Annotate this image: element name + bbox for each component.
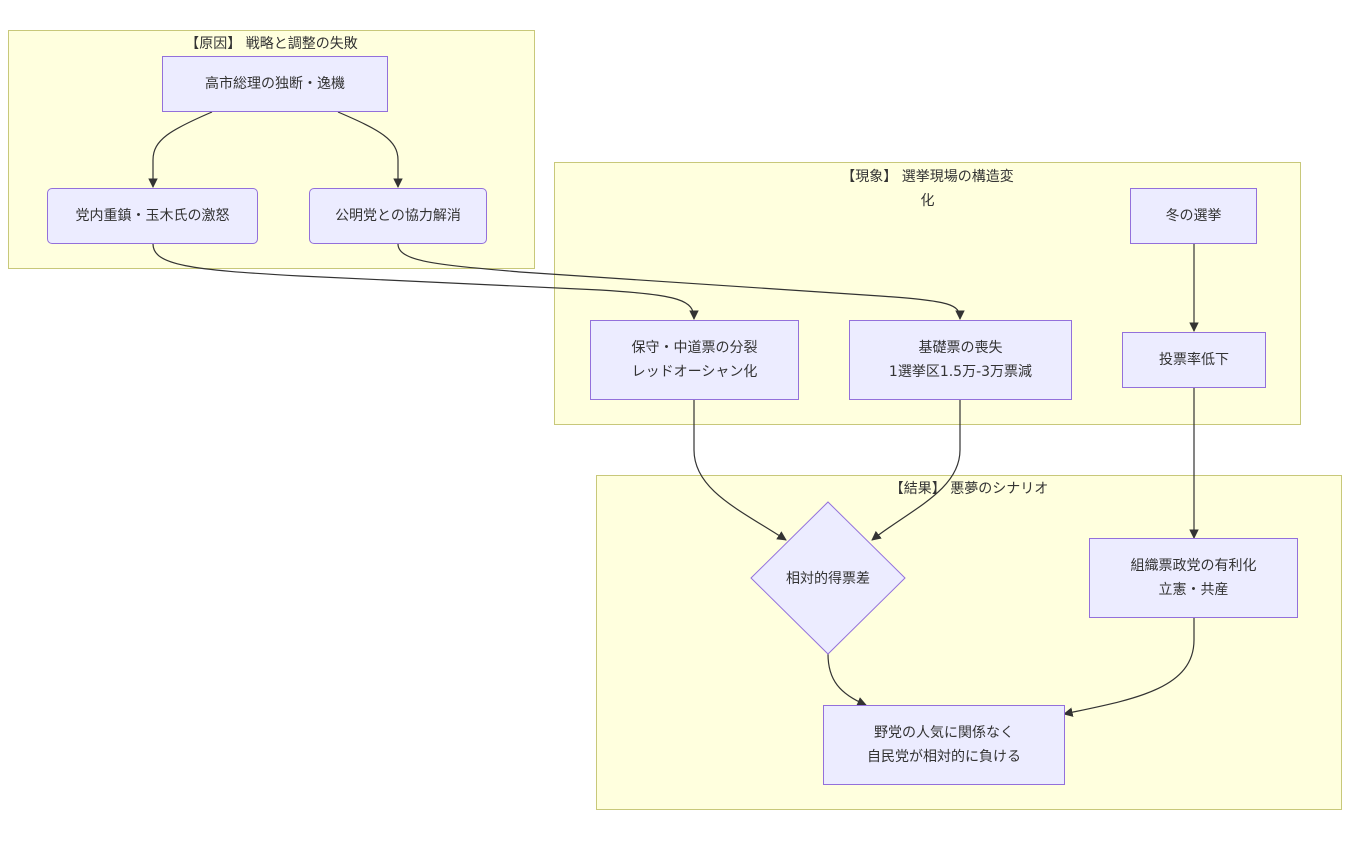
node-turnout-decline[interactable]: 投票率低下 [1122,332,1266,388]
edge-anger-split [152,243,699,320]
node-komeito-dissolution[interactable]: 公明党との協力解消 [309,188,487,244]
edge-relative-outcome [827,653,867,707]
node-party-anger[interactable]: 党内重鎮・玉木氏の激怒 [47,188,258,244]
edge-takaichi-komeito [337,111,403,188]
node-ldp-relative-loss[interactable]: 野党の人気に関係なく 自民党が相対的に負ける [823,705,1065,785]
edge-baseloss-relative [871,400,961,541]
edge-takaichi-anger [148,111,213,188]
edge-split-relative [693,400,787,541]
node-takaichi-decision[interactable]: 高市総理の独断・逸機 [162,56,388,112]
node-relative-vote-diff[interactable]: 相対的得票差 [786,571,870,587]
node-vote-split[interactable]: 保守・中道票の分裂 レッドオーシャン化 [590,320,799,400]
node-winter-election[interactable]: 冬の選挙 [1130,188,1257,244]
node-organized-vote-advantage[interactable]: 組織票政党の有利化 立憲・共産 [1089,538,1298,618]
edge-komeito-baseloss [397,243,965,320]
edge-org-outcome [1063,617,1195,717]
node-base-vote-loss[interactable]: 基礎票の喪失 1選挙区1.5万-3万票減 [849,320,1072,400]
cluster-phenomenon-title: 【現象】 選挙現場の構造変 化 [841,169,1014,209]
cluster-cause-title: 【原因】 戦略と調整の失敗 [185,36,358,52]
cluster-result-title: 【結果】 悪夢のシナリオ [889,481,1049,497]
diamond-relative-diff-shape [750,501,906,655]
